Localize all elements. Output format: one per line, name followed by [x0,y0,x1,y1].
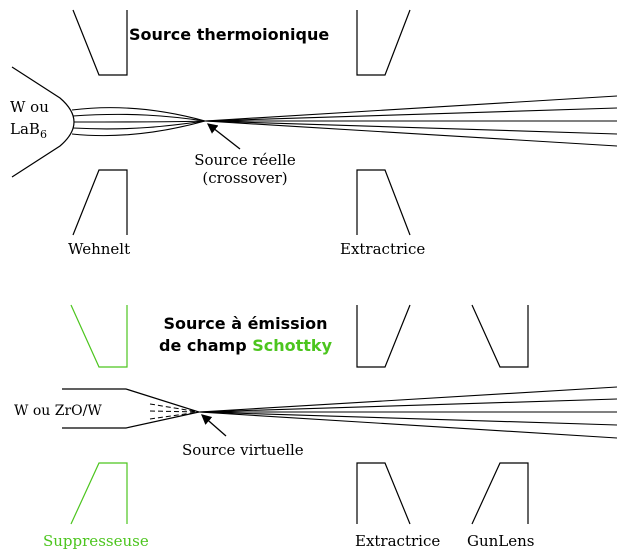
crossover-arrow [206,123,241,150]
crossover-label: Source réelle (crossover) [180,151,310,187]
lab-text: LaB [10,120,40,138]
extractor-bottom-label: Extractrice [355,532,441,550]
schottky-emitter-label: W ou ZrO/W [14,403,102,419]
lab-subscript: 6 [39,128,47,141]
extractor-top-lower [356,169,411,236]
extractor-top-label: Extractrice [340,240,426,258]
extractor-top-upper [356,9,411,76]
wehnelt-bottom [72,169,128,236]
virtual-rays [149,403,200,420]
crossover-label-line2: (crossover) [202,169,288,187]
schottky-title-highlight: Schottky [252,336,332,355]
schottky-title: Source à émission de champ Schottky [143,313,348,357]
thermionic-rays-diverging [204,95,617,147]
schottky-rays-diverging [198,386,617,439]
gunlens-label: GunLens [467,532,535,550]
extractor-bottom-upper [356,304,411,368]
suppressor-bottom [70,462,128,525]
schottky-title-prefix: de champ [158,336,253,355]
wehnelt-label: Wehnelt [68,240,131,258]
crossover-label-line1: Source réelle [194,151,296,169]
thermionic-title: Source thermoionique [129,25,330,44]
extractor-bottom-lower [356,462,411,525]
suppressor-top [70,304,128,368]
thermionic-emitter-label-line2: LaB6 [10,120,47,144]
schottky-title-line2: de champ Schottky [143,335,348,357]
virtual-source-label: Source virtuelle [182,441,304,459]
gunlens-lower [471,462,529,525]
wehnelt-top [72,9,128,76]
thermionic-rays-converging [71,107,206,137]
gunlens-upper [471,304,529,368]
schottky-title-line1: Source à émission [163,314,328,333]
suppressor-label: Suppresseuse [43,532,149,550]
virtual-source-arrow [201,414,227,437]
thermionic-emitter-label-line1: W ou [10,98,49,116]
